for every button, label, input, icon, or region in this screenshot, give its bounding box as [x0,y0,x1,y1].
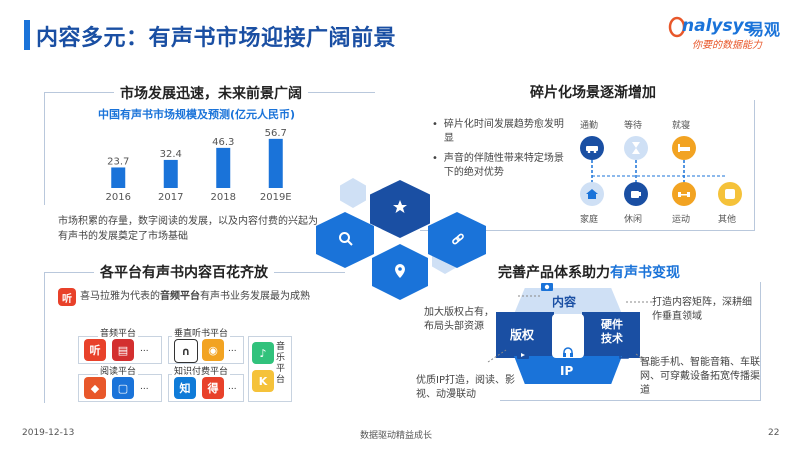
center-block [552,314,584,358]
vertical-ellipsis: ... [228,344,237,354]
bullet-item: •声音的伴随性带来特定场景下的绝对优势 [432,153,564,178]
monetize-connectors [487,295,653,367]
footer-slogan: 数据驱动精益成长 [360,431,433,441]
content-block [514,288,622,314]
title-accent-bar [24,20,30,50]
scene-other-label: 其他 [718,215,737,225]
market-description: 市场积累的存量，数字阅读的发展，以及内容付费的兴起为有声书的发展奠定了市场基础 [58,216,318,242]
scene-leisure-label: 休闲 [624,215,643,225]
bar-value-label: 46.3 [212,137,234,148]
zhangyue-icon: ▢ [112,377,134,399]
hourglass-icon [624,136,648,160]
knowledge-platforms-label: 知识付费平台 [172,364,231,377]
reading-ellipsis: ... [140,382,149,392]
x-tick-label: 2018 [211,192,236,202]
qq-reader-icon: ◆ [84,377,106,399]
intro-highlight: 音频平台 [160,291,200,302]
home-icon [580,182,604,206]
market-bar-chart: 23.7 2016 32.4 2017 46.3 2018 56.7 2019E [106,128,292,203]
ip-desc: 优质IP打造，阅读、影视、动漫联动 [416,375,515,400]
bullet-item: •碎片化时间发展趋势愈发明显 [432,119,564,144]
qingting-icon: ▤ [112,339,134,361]
analysys-logo: nalysys 易观 你要的数据能力 [668,14,788,54]
scene-connectors [591,160,726,186]
market-section-title: 市场发展迅速，未来前景广阔 [114,83,308,103]
monetize-title-prefix: 完善产品体系助力 [498,265,610,281]
camera-icon [541,283,553,291]
fragment-bullets: •碎片化时间发展趋势愈发明显 •声音的伴随性带来特定场景下的绝对优势 [432,118,566,180]
chip-icon [619,349,629,359]
dedao-icon: 得 [202,377,224,399]
page-title: 内容多元：有声书市场迎接广阔前景 [36,26,397,51]
x-tick-label: 2019E [260,192,292,202]
hardware-label: 硬件技术 [601,318,623,345]
bar-value-label: 23.7 [107,156,129,167]
music-platforms-label: 音乐平台 [276,342,286,385]
platform-intro: 听 喜马拉雅为代表的音频平台有声书业务发展最为成熟 [58,288,310,306]
puzzle-icon [718,182,742,206]
copyright-desc: 加大版权占有，布局头部资源 [424,307,494,332]
kugou-icon: K [252,370,274,392]
ximalaya-app-icon: 听 [58,288,76,306]
kaishu-icon: ◉ [202,339,224,361]
hardware-block [582,312,640,358]
bar-2016 [111,167,126,188]
ip-block [514,356,622,384]
fitness-icon [672,182,696,206]
star-icon [393,200,407,213]
chart-title: 中国有声书市场规模及预测(亿元人民币) [98,108,296,121]
monetize-frame [500,282,761,401]
platforms-section-title: 各平台有声书内容百花齐放 [94,262,274,282]
search-icon [339,232,353,246]
scene-wait-label: 等待 [624,121,643,131]
scene-commute-label: 通勤 [580,121,599,131]
bar-2018 [216,147,231,188]
logo-slogan: 你要的数据能力 [692,40,762,51]
x-tick-label: 2017 [158,192,183,202]
monetize-section-title: 完善产品体系助力有声书变现 [498,262,680,282]
car-icon [580,136,604,160]
page-number: 22 [768,428,780,438]
hardware-desc: 智能手机、智能音箱、车联网、可穿戴设备拓宽传播渠道 [640,357,760,396]
content-desc: 打造内容矩阵，深耕细作垂直领域 [652,297,752,322]
x-tick-label: 2016 [106,192,131,202]
bed-icon [672,136,696,160]
footer-date: 2019-12-13 [22,428,75,438]
scene-sport-label: 运动 [672,215,691,225]
logo-mark-icon [668,16,686,38]
center-hex-outer-tl [340,178,366,208]
monetize-title-highlight: 有声书变现 [610,265,680,281]
knowledge-ellipsis: ... [228,382,237,392]
intro-suffix: 有声书业务发展最为成熟 [200,291,310,302]
coffee-icon [624,182,648,206]
ip-label: IP [560,364,574,378]
audio-ellipsis: ... [140,344,149,354]
fragment-section-title: 碎片化场景逐渐增加 [530,85,656,101]
audio-platforms-label: 音频平台 [98,326,139,339]
bar-value-label: 32.4 [160,149,182,160]
ximalaya-icon: 听 [84,339,106,361]
video-icon [517,351,529,359]
qq-music-icon: ♪ [252,342,274,364]
logo-text: nalysys [682,16,754,36]
content-label: 内容 [552,295,577,309]
market-chart: 23.7 2016 32.4 2017 46.3 2018 56.7 2019E [92,120,302,203]
intro-prefix: 喜马拉雅为代表的 [80,291,160,302]
headphone-icon [563,347,573,357]
zhihu-icon: 知 [174,377,196,399]
bar-value-label: 56.7 [265,128,287,139]
scene-sleep-label: 就寝 [672,121,691,131]
fragment-frame [420,100,755,231]
link-icon [452,233,464,245]
vertical-platforms-label: 垂直听书平台 [172,326,231,339]
logo-chinese: 易观 [748,20,781,39]
reading-platforms-label: 阅读平台 [98,364,139,377]
bar-2017 [163,159,178,188]
lanren-icon: ∩ [174,339,198,363]
copyright-label: 版权 [510,328,535,342]
bar-2019E [268,138,283,188]
scene-home-label: 家庭 [580,215,599,225]
location-icon [395,264,405,278]
